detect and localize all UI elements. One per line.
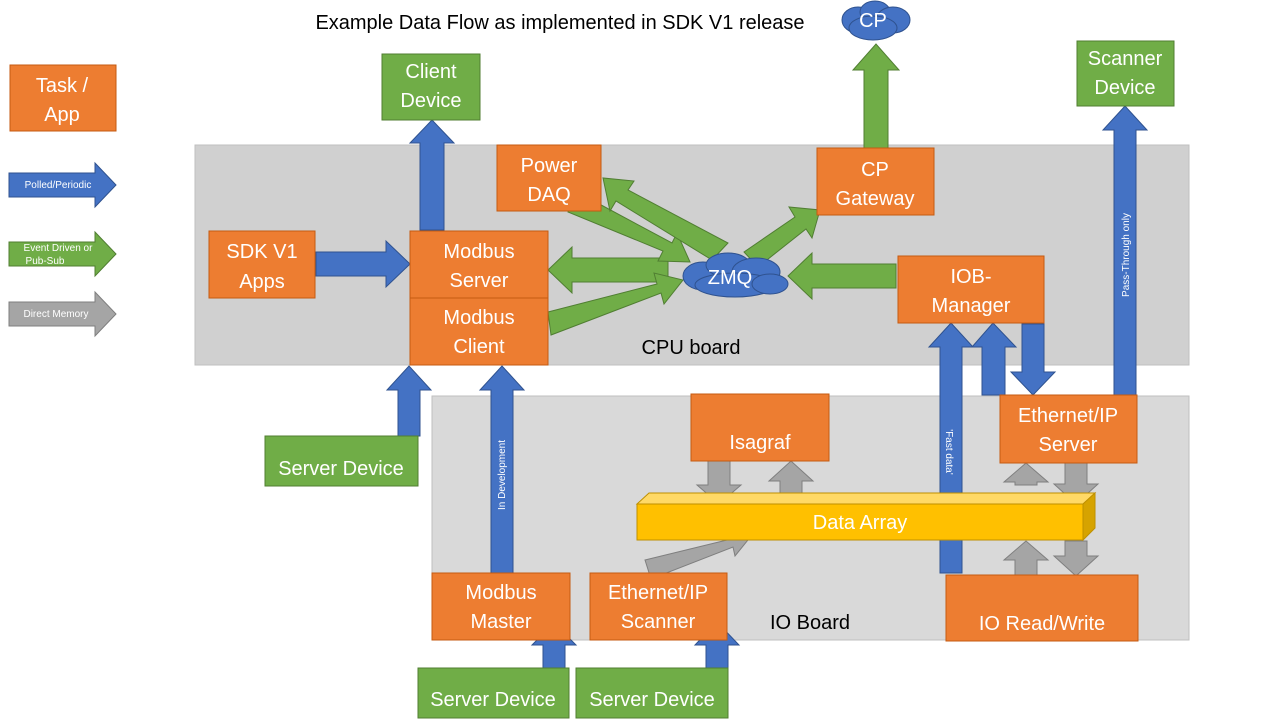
modbus-client-label-2: Client [453,336,505,358]
ethernet-ip-server-label-2: Server [1039,434,1098,456]
modbus-client-label-1: Modbus [443,307,514,329]
server-device-1-label: Server Device [430,689,556,711]
modbus-server-box [409,230,549,299]
arrow-eip-server-to-scanner-device [1101,105,1149,396]
legend-task-app-label-2: App [44,104,80,126]
arrow-modbus-master-to-modbus-client [478,365,526,574]
modbus-server-label-2: Server [450,270,509,292]
diagram-title: Example Data Flow as implemented in SDK … [315,12,804,34]
arrow-eip-server-to-iob-manager [970,322,1018,396]
isagraf-label: Isagraf [729,432,791,454]
cp-gateway-box [816,147,935,216]
io-board-label: IO Board [770,612,850,634]
io-read-write-label: IO Read/Write [979,613,1105,635]
legend-event-arrow [8,230,117,278]
arrow-cp-gateway-to-cp [851,43,901,149]
arrow-zmq-to-power-daq [602,177,729,261]
ethernet-ip-scanner-label-2: Scanner [621,611,696,633]
iob-manager-label-1: IOB- [950,266,991,288]
modbus-master-label-1: Modbus [465,582,536,604]
zmq-cloud [682,252,789,298]
isagraf-box [690,393,830,462]
client-device-label-2: Device [400,90,461,112]
legend-direct-memory-arrow [8,290,117,338]
ethernet-ip-server-box [999,394,1138,464]
cp-cloud [841,0,911,41]
legend-event-label-2: Pub-Sub [26,256,65,267]
in-development-label: In Development [497,440,508,510]
modbus-client-box [409,297,549,366]
server-device-2-label: Server Device [589,689,715,711]
power-daq-label-2: DAQ [527,184,570,206]
data-array [636,503,1084,541]
modbus-master-label-2: Master [470,611,531,633]
server-device-cpu-box [264,435,419,487]
arrow-iob-manager-to-eip-server [1009,323,1057,396]
modbus-server-label-1: Modbus [443,241,514,263]
client-device-label-1: Client [405,61,457,83]
sdk-apps-label-2: Apps [239,271,285,293]
data-array-top [635,492,1097,505]
ethernet-ip-scanner-label-1: Ethernet/IP [608,582,708,604]
zmq-cloud-label: ZMQ [708,267,752,289]
legend-task-app-swatch [9,64,117,132]
arrow-zmq-to-modbus-server [547,245,669,295]
data-array-label: Data Array [813,512,907,534]
iob-manager-label-2: Manager [932,295,1011,317]
arrow-server-device-to-modbus-client [385,365,433,437]
server-device-2-box [575,667,729,719]
sdk-apps-box [208,230,316,299]
scanner-device-label-2: Device [1094,77,1155,99]
cpu-board-label: CPU board [642,337,741,359]
cp-gateway-label-1: CP [861,159,889,181]
pass-through-label: Pass-Through only [1121,213,1132,297]
arrow-data-array-to-io [1052,540,1100,577]
legend-event-label-1: Event Driven or [24,243,94,254]
arrow-io-to-data-array [1002,540,1050,576]
legend-task-app-label-1: Task / [36,75,89,97]
client-device-box [381,53,481,121]
scanner-device-label-1: Scanner [1088,48,1163,70]
power-daq-box [496,144,602,212]
scanner-device-box [1076,40,1175,107]
arrow-modbus-server-to-client-device [408,119,456,231]
server-device-1-box [417,667,570,719]
arrow-sdk-apps-to-modbus-server [315,239,411,289]
ethernet-ip-server-label-1: Ethernet/IP [1018,405,1118,427]
modbus-master-box [431,572,571,641]
arrow-data-array-to-eip-server [1002,462,1050,486]
power-daq-label-1: Power [521,155,578,177]
cp-cloud-label: CP [859,10,887,32]
legend-polled-label: Polled/Periodic [25,180,92,191]
arrow-iob-manager-to-zmq [787,251,897,301]
cp-gateway-label-2: Gateway [836,188,915,210]
iob-manager-box [897,255,1045,324]
server-device-cpu-label: Server Device [278,458,404,480]
fast-data-label: 'Fast data' [943,429,954,475]
sdk-apps-label-1: SDK V1 [226,241,297,263]
ethernet-ip-scanner-box [589,572,728,641]
legend-polled-arrow [8,161,117,209]
io-read-write-box [945,574,1139,642]
legend-direct-memory-label: Direct Memory [23,309,88,320]
arrow-modbus-client-to-zmq [547,272,684,336]
